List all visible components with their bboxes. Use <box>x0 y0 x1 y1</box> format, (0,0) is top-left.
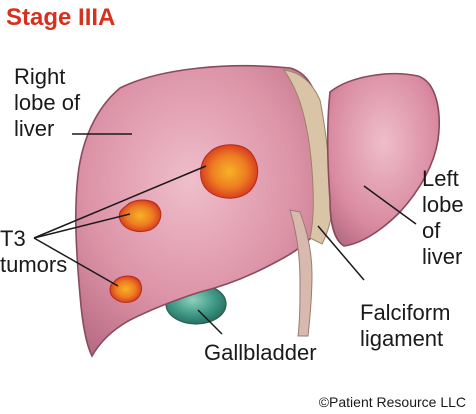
tumor-small <box>109 275 143 303</box>
tumor-large <box>200 144 259 199</box>
gallbladder-label: Gallbladder <box>204 340 317 365</box>
copyright-notice: ©Patient Resource LLC <box>318 394 466 410</box>
right-lobe-label: Right lobe of liver <box>14 64 81 141</box>
left-lobe-leader <box>363 185 417 225</box>
falciform-label: Falciform ligament <box>360 300 451 351</box>
tumor-leader-large <box>33 165 207 239</box>
tumor-leader-small <box>33 237 119 287</box>
falciform-leader <box>317 225 365 281</box>
gallbladder-leader <box>197 309 223 335</box>
tumor-leader-middle <box>33 213 131 239</box>
tumors-label: T3 tumors <box>0 226 68 277</box>
left-lobe-label: Left lobe of liver <box>422 166 464 269</box>
tumor-middle <box>118 199 162 233</box>
stage-title: Stage IIIA <box>6 4 116 31</box>
falciform-band <box>282 69 333 245</box>
falciform-strip <box>289 209 313 337</box>
